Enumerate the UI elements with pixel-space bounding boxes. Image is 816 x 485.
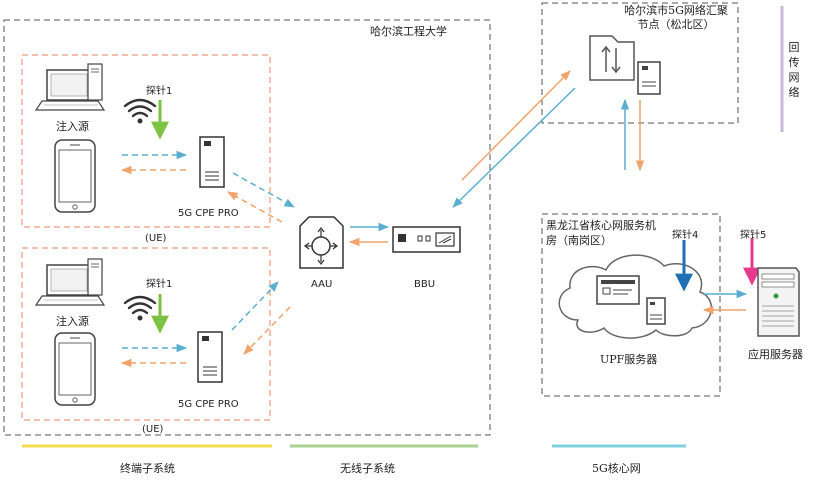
uplink-arrow (231, 281, 279, 331)
probe-1-label: 探针1 (146, 279, 173, 290)
probe-1-label: 探针1 (146, 86, 173, 97)
uplink-arrow (452, 87, 576, 208)
ue-box-top (21, 54, 271, 228)
application-server-icon (757, 267, 800, 337)
aau-label: AAU (311, 279, 333, 290)
smartphone-icon (54, 139, 96, 213)
ue-label: (UE) (142, 424, 164, 435)
bbu-label: BBU (414, 279, 436, 290)
campus-label: 哈尔滨工程大学 (370, 25, 447, 38)
smartphone-icon (54, 332, 96, 406)
wifi-icon (123, 98, 157, 124)
aau-icon (299, 216, 344, 269)
computer-icon (34, 63, 106, 111)
probe-5-label: 探针5 (740, 230, 767, 241)
upf-server-label: UPF服务器 (600, 353, 658, 366)
monitor-icon (596, 275, 640, 305)
core-subsystem-label: 5G核心网 (592, 462, 641, 475)
terminal-subsystem-label: 终端子系统 (120, 462, 175, 475)
application-server-label: 应用服务器 (748, 348, 803, 361)
computer-icon (34, 258, 106, 306)
source-label: 注入源 (56, 120, 89, 133)
uplink-arrow (232, 172, 295, 208)
backhaul-label: 回传网络 (788, 41, 800, 99)
ue-box-bottom (21, 247, 271, 421)
downlink-arrow (227, 191, 283, 223)
campus-region (3, 19, 491, 436)
wireless-subsystem-label: 无线子系统 (340, 462, 395, 475)
wifi-icon (123, 295, 157, 321)
server-icon (637, 61, 661, 95)
ue-label: (UE) (145, 233, 167, 244)
bbu-icon (392, 226, 461, 253)
cpe-label: 5G CPE PRO (178, 399, 239, 410)
downlink-arrow (243, 306, 291, 355)
downlink-arrow (461, 70, 571, 181)
server-icon (646, 297, 666, 325)
cpe-icon (197, 331, 223, 383)
aggregation-node-label: 哈尔滨市5G网络汇聚节点（松北区） (624, 4, 728, 31)
core-room-label: 黑龙江省核心网服务机房（南岗区） (546, 219, 656, 247)
cpe-label: 5G CPE PRO (178, 208, 239, 219)
cpe-icon (199, 136, 225, 188)
source-label: 注入源 (56, 315, 89, 328)
probe-4-label: 探针4 (672, 230, 699, 241)
router-icon (589, 35, 635, 81)
